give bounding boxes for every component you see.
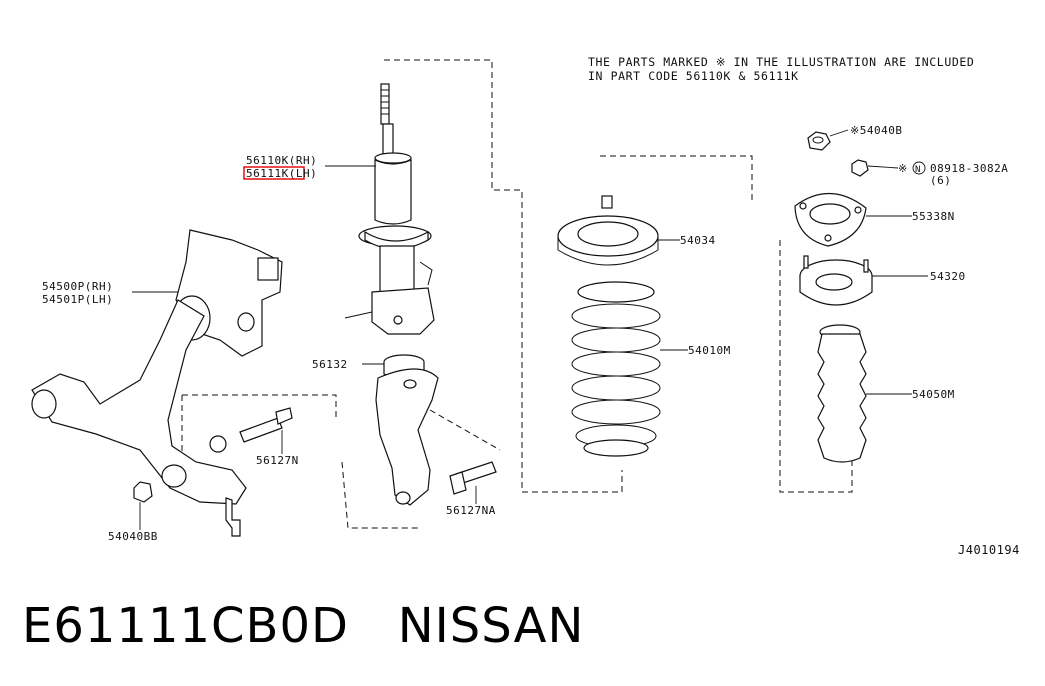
lower-bolt: [449, 461, 497, 495]
part-caption: E61111CB0D NISSAN: [22, 598, 585, 654]
diagram-id: J4010194: [958, 543, 1020, 557]
label-spring: 54010M: [688, 344, 731, 357]
arm-nut: [133, 481, 153, 503]
coil-spring: [571, 281, 661, 457]
spring-seat: [557, 195, 659, 266]
mount-plate: [794, 192, 867, 247]
label-spring-seat: 54034: [680, 234, 716, 247]
label-insulator: 54320: [930, 270, 966, 283]
highlight-box: [243, 166, 305, 180]
label-strut-lh: 56111K(LH): [246, 167, 317, 180]
nut-code-circle: [912, 161, 926, 175]
dashed-group-lines: [181, 59, 853, 529]
label-bolt-upper: 56127N: [256, 454, 299, 467]
note-line-2: IN PART CODE 56110K & 56111K: [588, 69, 799, 83]
upper-bolt: [239, 407, 293, 443]
label-nut-small: ※54040B: [850, 124, 902, 137]
label-nut-qty: (6): [930, 174, 951, 187]
label-mount-plate: 55338N: [912, 210, 955, 223]
steering-knuckle-center: [375, 354, 439, 506]
strut-assembly: [344, 83, 435, 335]
label-bumper-cup: 56132: [312, 358, 348, 371]
label-knuckle-rh: 54500P(RH): [42, 280, 113, 293]
label-nut-asterisk: ※: [898, 162, 908, 175]
label-bumper-boot: 54050M: [912, 388, 955, 401]
label-arm-nut: 54040BB: [108, 530, 158, 543]
label-strut-rh: 56110K(RH): [246, 154, 317, 167]
flange-nut: [851, 159, 869, 177]
lower-control-arm: [31, 299, 247, 537]
note-line-1: THE PARTS MARKED ※ IN THE ILLUSTRATION A…: [588, 55, 974, 69]
label-nut-number: 08918-3082A: [930, 162, 1008, 175]
strut-insulator: [799, 255, 873, 306]
bumper-boot: [817, 324, 867, 463]
label-nut-code: N: [915, 165, 921, 175]
label-bolt-lower: 56127NA: [446, 504, 496, 517]
label-knuckle-lh: 54501P(LH): [42, 293, 113, 306]
top-nut: [807, 131, 831, 151]
leader-lines: [132, 129, 928, 530]
